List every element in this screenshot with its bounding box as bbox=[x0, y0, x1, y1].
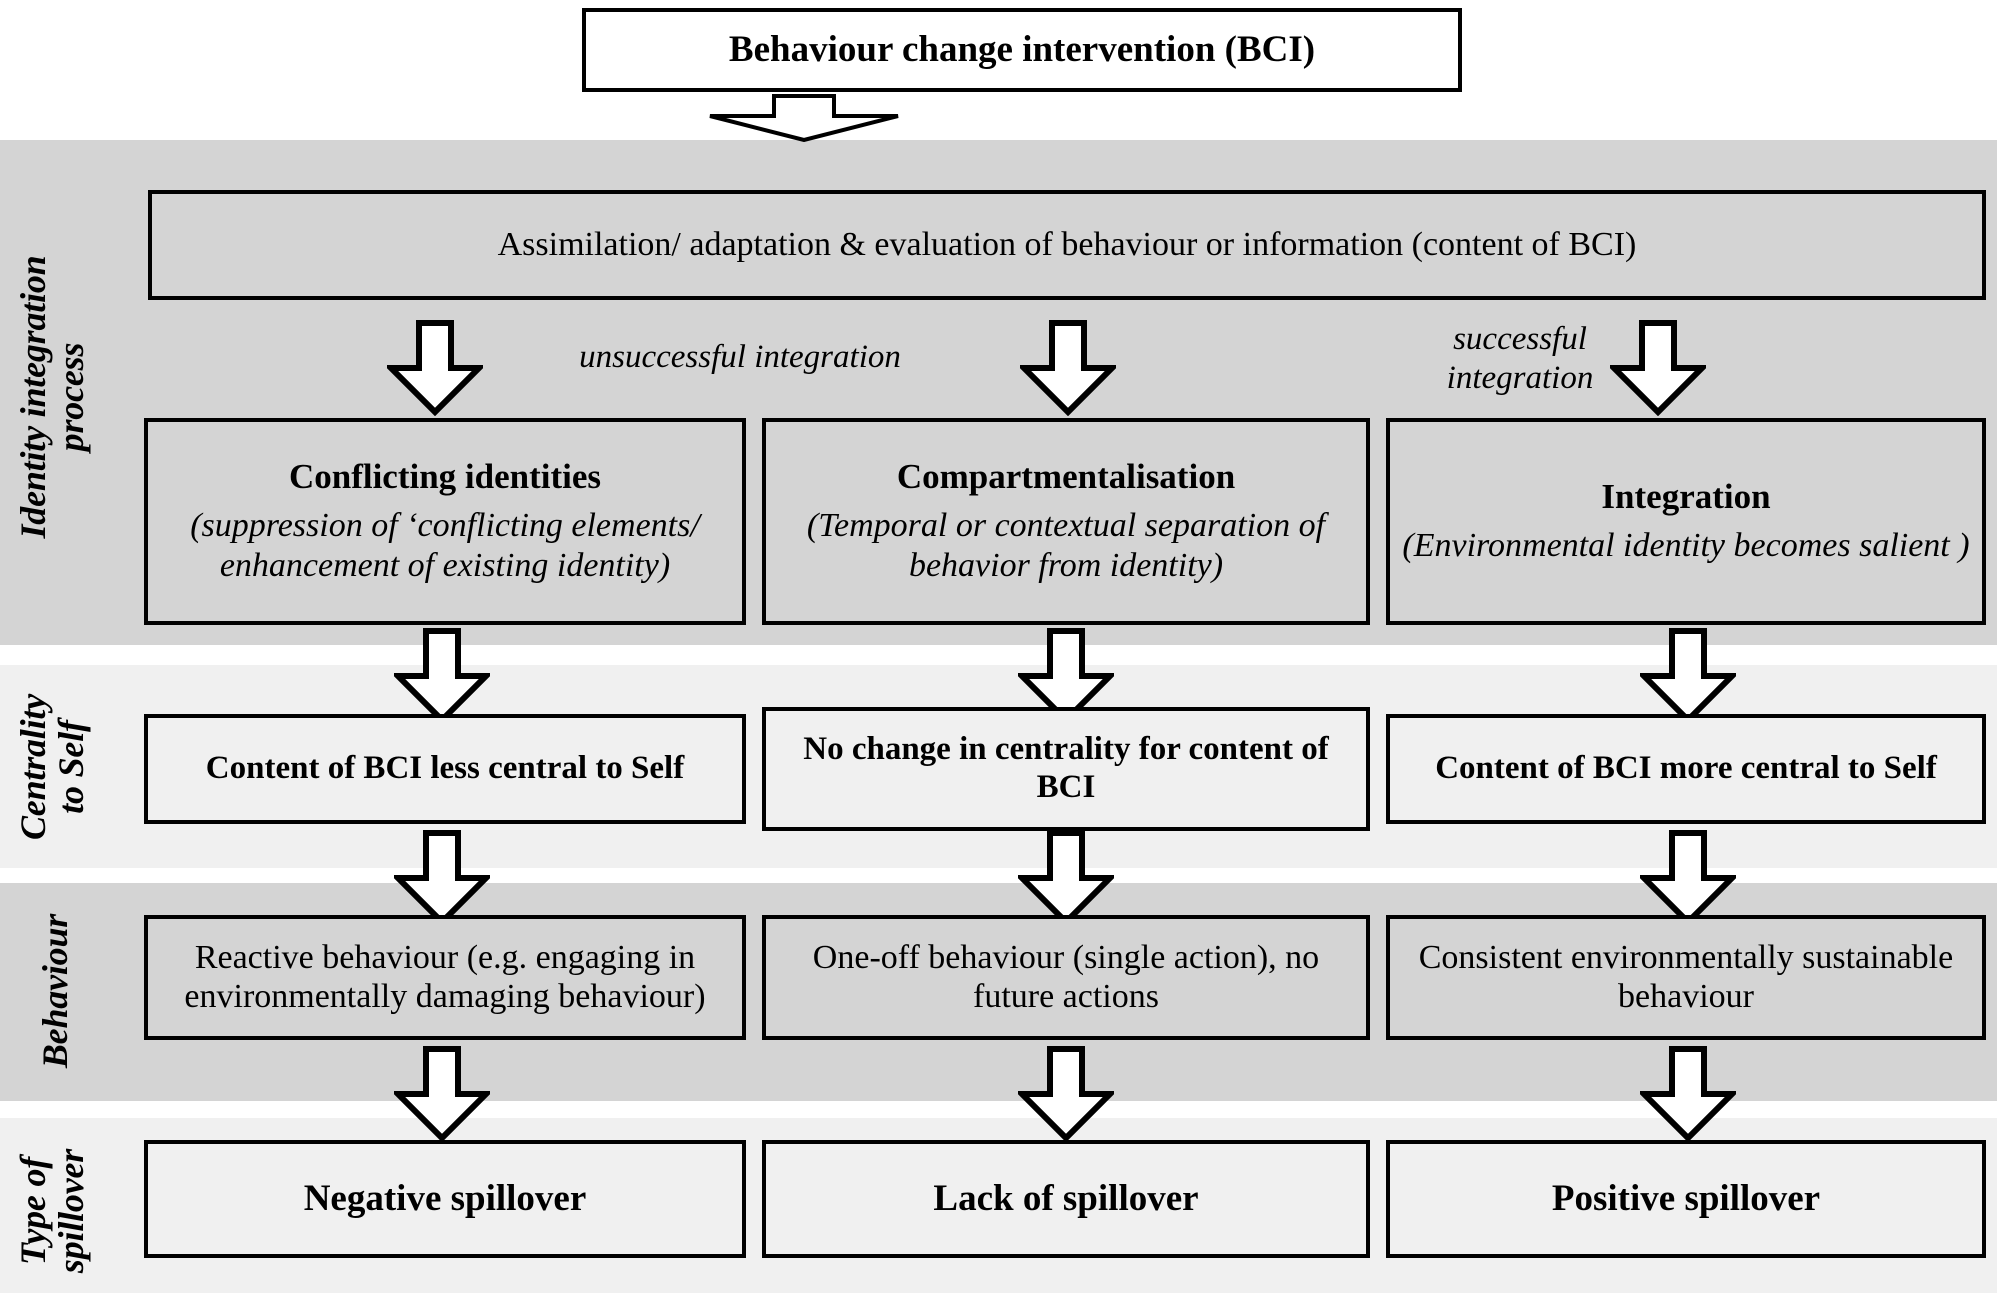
identity-sub-compartmentalisation: (Temporal or contextual separation of be… bbox=[806, 507, 1326, 584]
arrow-behaviour-to-spillover-col1 bbox=[394, 1046, 490, 1142]
row-label-behaviour: Behaviour bbox=[34, 913, 75, 1069]
spillover-label-lack: Lack of spillover bbox=[933, 1177, 1199, 1219]
arrow-assimilation-to-conflicting bbox=[387, 320, 483, 416]
behaviour-label-consistent: Consistent environmentally sustainable b… bbox=[1418, 938, 1954, 1015]
arrow-behaviour-to-spillover-col3 bbox=[1640, 1046, 1736, 1142]
identity-title-integration: Integration bbox=[1601, 477, 1771, 517]
arrow-assimilation-to-compartmentalisation bbox=[1020, 320, 1116, 416]
centrality-label-no-change: No change in centrality for content of B… bbox=[803, 731, 1329, 805]
row-label-identity-integration: Identity integration process bbox=[12, 255, 91, 539]
spillover-label-positive: Positive spillover bbox=[1551, 1177, 1821, 1219]
row-label-spillover: Type of spillover bbox=[12, 1148, 91, 1274]
behaviour-box-reactive[interactable]: Reactive behaviour (e.g. engaging in env… bbox=[144, 915, 746, 1040]
assimilation-label: Assimilation/ adaptation & evaluation of… bbox=[497, 225, 1637, 263]
arrow-conflicting-to-centrality bbox=[394, 628, 490, 724]
arrow-centrality-to-behaviour-col2 bbox=[1018, 830, 1114, 926]
arrow-behaviour-to-spillover-col2 bbox=[1018, 1046, 1114, 1142]
spillover-box-negative[interactable]: Negative spillover bbox=[144, 1140, 746, 1258]
behaviour-box-consistent[interactable]: Consistent environmentally sustainable b… bbox=[1386, 915, 1986, 1040]
row-label-centrality: Centrality to Self bbox=[12, 694, 91, 841]
behaviour-label-one-off: One-off behaviour (single action), no fu… bbox=[812, 938, 1320, 1015]
identity-sub-conflicting: (suppression of ‘conflicting elements/ e… bbox=[190, 507, 700, 584]
spillover-box-positive[interactable]: Positive spillover bbox=[1386, 1140, 1986, 1258]
identity-title-compartmentalisation: Compartmentalisation bbox=[896, 457, 1236, 497]
arrow-centrality-to-behaviour-col1 bbox=[394, 830, 490, 926]
centrality-box-no-change[interactable]: No change in centrality for content of B… bbox=[762, 707, 1370, 831]
spillover-box-lack[interactable]: Lack of spillover bbox=[762, 1140, 1370, 1258]
identity-box-compartmentalisation[interactable]: Compartmentalisation (Temporal or contex… bbox=[762, 418, 1370, 625]
centrality-label-less-central: Content of BCI less central to Self bbox=[205, 750, 685, 787]
identity-sub-integration: (Environmental identity becomes salient … bbox=[1402, 527, 1970, 565]
centrality-box-less-central[interactable]: Content of BCI less central to Self bbox=[144, 714, 746, 824]
arrow-integration-to-centrality bbox=[1640, 628, 1736, 724]
annotation-successful-integration: successful integration bbox=[1446, 321, 1594, 396]
top-box-label: Behaviour change intervention (BCI) bbox=[728, 28, 1316, 70]
arrow-centrality-to-behaviour-col3 bbox=[1640, 830, 1736, 926]
spillover-label-negative: Negative spillover bbox=[303, 1177, 587, 1219]
annotation-unsuccessful-integration: unsuccessful integration bbox=[579, 339, 901, 375]
behaviour-box-one-off[interactable]: One-off behaviour (single action), no fu… bbox=[762, 915, 1370, 1040]
arrow-top-to-assimilation bbox=[706, 94, 902, 142]
arrow-assimilation-to-integration bbox=[1610, 320, 1706, 416]
behaviour-label-reactive: Reactive behaviour (e.g. engaging in env… bbox=[184, 938, 706, 1015]
top-box-behaviour-change-intervention[interactable]: Behaviour change intervention (BCI) bbox=[582, 8, 1462, 92]
identity-box-integration[interactable]: Integration (Environmental identity beco… bbox=[1386, 418, 1986, 625]
centrality-label-more-central: Content of BCI more central to Self bbox=[1435, 750, 1937, 787]
identity-box-conflicting-identities[interactable]: Conflicting identities (suppression of ‘… bbox=[144, 418, 746, 625]
identity-title-conflicting: Conflicting identities bbox=[288, 457, 602, 497]
assimilation-box[interactable]: Assimilation/ adaptation & evaluation of… bbox=[148, 190, 1986, 300]
centrality-box-more-central[interactable]: Content of BCI more central to Self bbox=[1386, 714, 1986, 824]
arrow-compartmentalisation-to-centrality bbox=[1018, 628, 1114, 724]
